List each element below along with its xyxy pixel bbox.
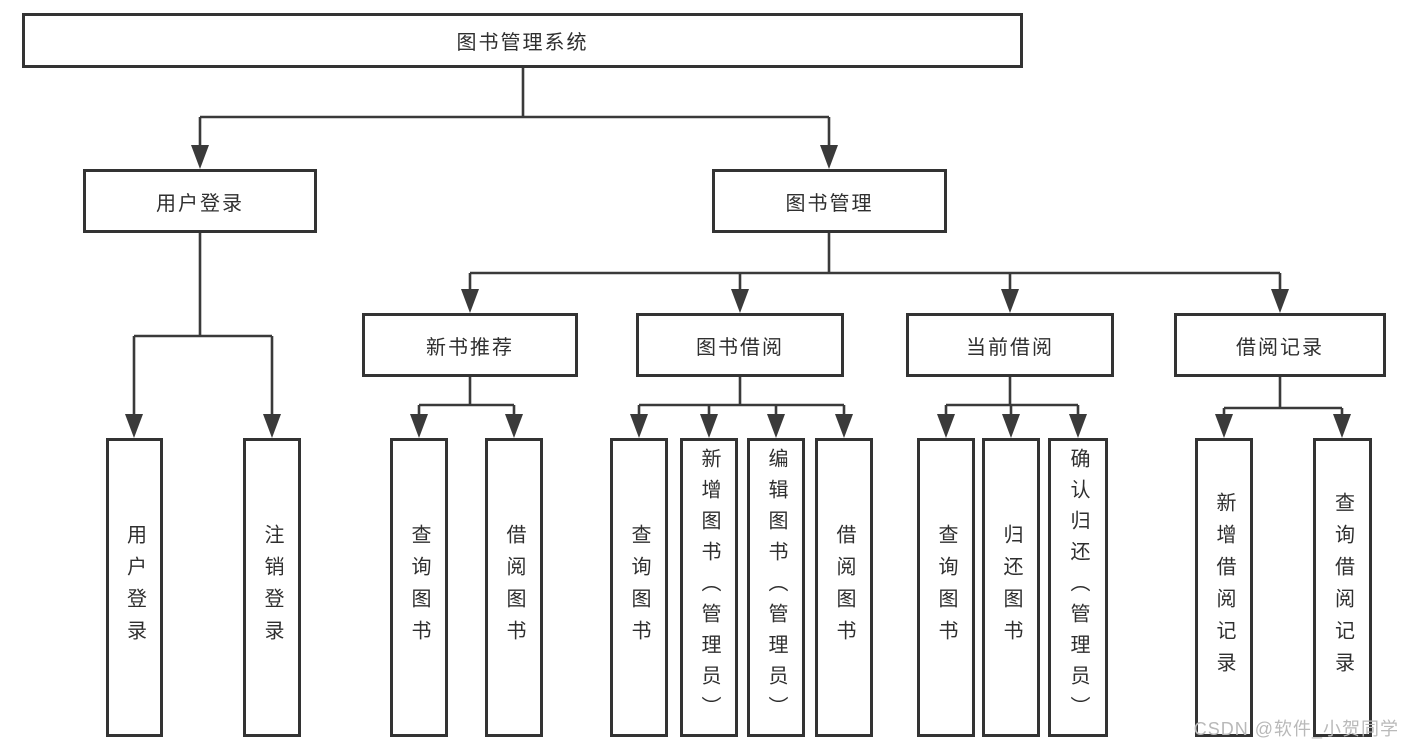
- node-label: 新增图书（管理员）: [698, 448, 720, 727]
- node-label: 用户登录: [123, 523, 146, 652]
- node-leaf-query-books-3: 查询图书: [917, 438, 975, 737]
- node-leaf-confirm-return-admin: 确认归还（管理员）: [1048, 438, 1108, 737]
- node-label: 图书借阅: [696, 336, 784, 359]
- node-label: 归还图书: [1000, 523, 1022, 652]
- node-leaf-logout: 注销登录: [243, 438, 301, 737]
- node-leaf-query-books-1: 查询图书: [390, 438, 448, 737]
- node-root-label: 图书管理系统: [456, 32, 589, 54]
- connector-book-borrow-children: [630, 377, 853, 438]
- connector-current-borrow-children: [937, 377, 1087, 438]
- node-borrow-records: 借阅记录: [1174, 313, 1386, 377]
- node-label: 新增借阅记录: [1213, 491, 1235, 684]
- node-label: 借阅记录: [1236, 336, 1324, 359]
- node-label: 查询图书: [408, 523, 430, 652]
- connector-book-mgmt-to-level3: [461, 233, 1289, 313]
- connector-root-to-level2: [191, 68, 838, 169]
- node-label: 查询借阅记录: [1331, 491, 1354, 684]
- node-new-book-rec: 新书推荐: [362, 313, 578, 377]
- connector-user-login-children: [125, 233, 281, 438]
- connector-borrow-records-children: [1215, 377, 1351, 438]
- node-label: 确认归还（管理员）: [1067, 448, 1089, 727]
- node-label: 注销登录: [261, 523, 283, 652]
- node-user-login-group: 用户登录: [83, 169, 317, 233]
- node-label: 查询图书: [628, 523, 650, 652]
- node-leaf-add-borrow-record: 新增借阅记录: [1195, 438, 1253, 737]
- node-label: 借阅图书: [833, 523, 855, 652]
- node-current-borrow: 当前借阅: [906, 313, 1114, 377]
- watermark: CSDN @软件_小贺同学: [1193, 719, 1399, 739]
- node-label: 查询图书: [935, 523, 957, 652]
- node-label: 编辑图书（管理员）: [765, 448, 787, 727]
- node-leaf-user-login: 用户登录: [106, 438, 163, 737]
- connector-new-book-rec-children: [410, 377, 523, 438]
- node-label: 借阅图书: [503, 523, 525, 652]
- node-label: 当前借阅: [966, 336, 1054, 359]
- node-leaf-edit-books-admin: 编辑图书（管理员）: [747, 438, 805, 737]
- node-leaf-add-books-admin: 新增图书（管理员）: [680, 438, 738, 737]
- node-leaf-borrow-books-2: 借阅图书: [815, 438, 873, 737]
- node-label: 新书推荐: [426, 336, 514, 359]
- node-leaf-return-books: 归还图书: [982, 438, 1040, 737]
- node-book-borrow: 图书借阅: [636, 313, 844, 377]
- node-root: 图书管理系统: [22, 13, 1023, 68]
- node-leaf-borrow-books-1: 借阅图书: [485, 438, 543, 737]
- node-book-mgmt-group: 图书管理: [712, 169, 947, 233]
- node-label: 图书管理: [785, 192, 874, 215]
- node-leaf-query-books-2: 查询图书: [610, 438, 668, 737]
- node-leaf-query-borrow-record: 查询借阅记录: [1313, 438, 1372, 737]
- node-label: 用户登录: [156, 192, 244, 215]
